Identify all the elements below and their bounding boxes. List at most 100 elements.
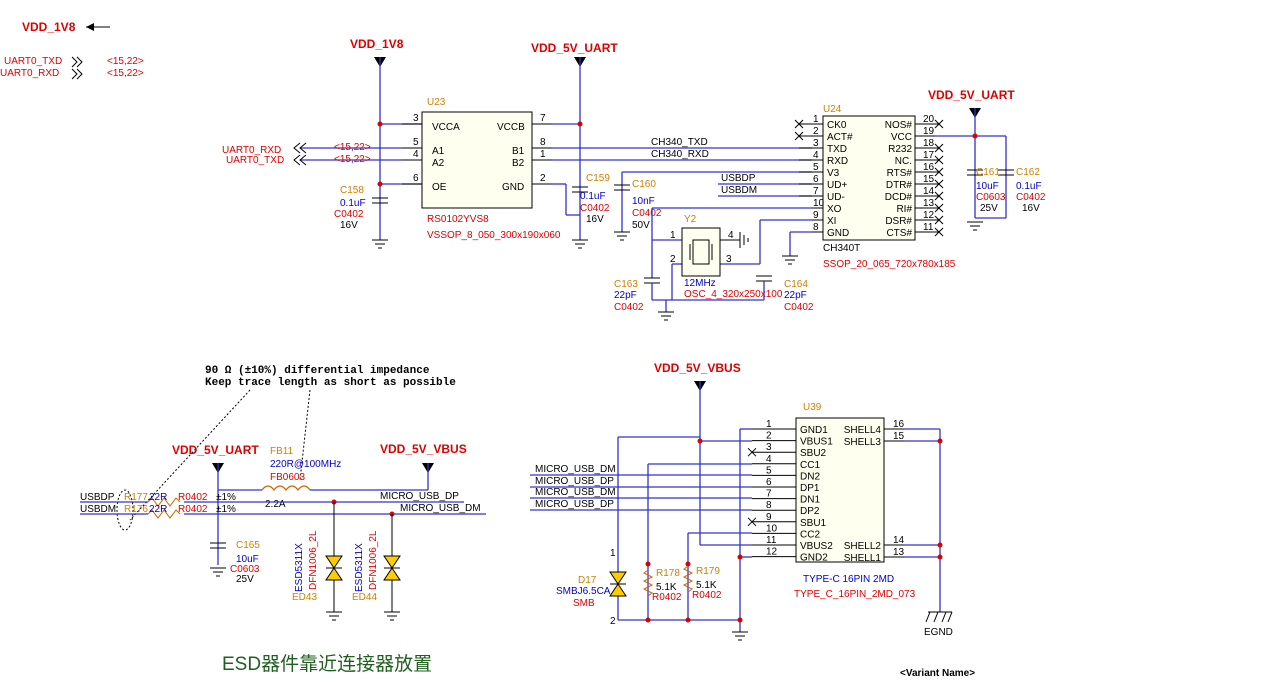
svg-text:6: 6	[413, 173, 419, 184]
c164-capacitor: C164 22pF C0402	[756, 275, 814, 313]
svg-text:1: 1	[766, 419, 772, 430]
svg-text:B1: B1	[512, 146, 525, 157]
r178-resistor: R178 5.1K R0402	[642, 568, 682, 603]
pin-7: 7UD-	[799, 186, 845, 203]
svg-text:4: 4	[413, 149, 419, 160]
svg-text:VCCB: VCCB	[497, 122, 525, 133]
u39-shell-egnd: EGND	[904, 428, 953, 638]
svg-text:VCCA: VCCA	[432, 122, 460, 133]
svg-text:C159: C159	[586, 173, 610, 184]
pin-5: 5V3	[799, 162, 840, 179]
u23-part: RS0102YVS8	[427, 214, 489, 225]
usbdm-in: USBDM	[80, 504, 116, 515]
svg-text:GND1: GND1	[800, 425, 828, 436]
svg-text:ED43: ED43	[292, 592, 317, 603]
svg-text:16V: 16V	[1022, 203, 1040, 214]
svg-text:MICRO_USB_DM: MICRO_USB_DM	[535, 464, 616, 475]
svg-text:13: 13	[893, 547, 905, 558]
svg-text:ED44: ED44	[352, 592, 377, 603]
svg-text:UD+: UD+	[827, 180, 847, 191]
ch340-txd-net: CH340_TXD	[651, 137, 708, 148]
uart-offpage-ports: UART0_TXD UART0_RXD <15,22> <15,22>	[0, 56, 144, 80]
svg-text:R0402: R0402	[692, 590, 722, 601]
uart0-txd-ref: <15,22>	[107, 56, 144, 67]
svg-text:6: 6	[813, 174, 819, 185]
svg-text:7: 7	[766, 489, 772, 500]
svg-text:1: 1	[540, 149, 546, 160]
svg-text:2: 2	[670, 254, 676, 265]
svg-text:FB0603: FB0603	[270, 472, 305, 483]
svg-text:2: 2	[540, 173, 546, 184]
c160-capacitor: C160 10nF C0402 50V	[614, 171, 812, 241]
svg-text:DFN1006_2L: DFN1006_2L	[368, 530, 379, 590]
svg-text:C0402: C0402	[334, 209, 364, 220]
svg-text:R179: R179	[696, 566, 720, 577]
svg-text:10nF: 10nF	[632, 196, 655, 207]
svg-text:DP1: DP1	[800, 483, 820, 494]
svg-text:22R: 22R	[149, 504, 167, 515]
u39-connector: U39 1GND12VBUS13SBU24CC15DN26DP17DN18DP2…	[747, 402, 916, 600]
micro-usb-dm-net: MICRO_USB_DM	[400, 503, 481, 514]
svg-text:2: 2	[766, 431, 772, 442]
svg-text:9: 9	[813, 210, 819, 221]
svg-text:11: 11	[766, 535, 777, 546]
vdd-5v-vbus-rail: VDD_5V_VBUS	[654, 361, 752, 546]
svg-text:10uF: 10uF	[976, 181, 999, 192]
svg-text:C160: C160	[632, 179, 656, 190]
u24-ref: U24	[823, 104, 842, 115]
ch340-rxd-net: CH340_RXD	[651, 149, 709, 160]
svg-text:SHELL2: SHELL2	[844, 541, 882, 552]
u24-part: CH340T	[823, 243, 860, 254]
c163-capacitor: C163 22pF C0402	[614, 277, 764, 321]
svg-text:3: 3	[766, 442, 772, 453]
svg-text:14: 14	[923, 186, 935, 197]
svg-text:2: 2	[813, 126, 819, 137]
svg-text:0.1uF: 0.1uF	[340, 198, 366, 209]
svg-text:3: 3	[813, 138, 819, 149]
note-line2: Keep trace length as short as possible	[205, 377, 456, 389]
svg-text:±1%: ±1%	[216, 504, 236, 515]
svg-text:RTS#: RTS#	[887, 168, 913, 179]
svg-text:DFN1006_2L: DFN1006_2L	[308, 530, 319, 590]
svg-text:GND2: GND2	[800, 553, 828, 564]
micro-usb-bus: MICRO_USB_DM MICRO_USB_DP MICRO_USB_DM M…	[530, 464, 752, 511]
svg-text:VBUS1: VBUS1	[800, 437, 833, 448]
u23-uart0-rxd: UART0_RXD	[222, 145, 281, 156]
svg-text:ESD5311X: ESD5311X	[294, 543, 305, 592]
svg-text:FB11: FB11	[270, 446, 294, 457]
svg-text:SMBJ6.5CA: SMBJ6.5CA	[556, 586, 611, 597]
svg-text:SBU1: SBU1	[800, 518, 827, 529]
svg-text:16V: 16V	[586, 214, 604, 225]
vdd-5v-uart-net: VDD_5V_UART	[531, 41, 618, 55]
ed44-esd: ESD5311X DFN1006_2L ED44	[352, 514, 401, 621]
svg-text:C0402: C0402	[784, 302, 814, 313]
svg-text:DCD#: DCD#	[885, 192, 913, 203]
svg-text:22R: 22R	[149, 492, 167, 503]
svg-text:SMB: SMB	[573, 598, 595, 609]
vdd-5v-vbus-net: VDD_5V_VBUS	[654, 361, 741, 375]
svg-text:C162: C162	[1016, 167, 1040, 178]
u23-uart-inputs: UART0_RXD UART0_TXD <15,22> <15,22>	[222, 142, 402, 166]
svg-text:GND: GND	[502, 182, 524, 193]
u39-footprint: TYPE_C_16PIN_2MD_073	[794, 589, 916, 600]
svg-text:7: 7	[540, 113, 546, 124]
svg-text:1: 1	[670, 230, 676, 241]
svg-text:C164: C164	[784, 279, 808, 290]
svg-text:4: 4	[813, 150, 819, 161]
svg-text:5: 5	[813, 162, 819, 173]
svg-text:NC.: NC.	[895, 156, 912, 167]
svg-text:5: 5	[766, 465, 772, 476]
svg-text:UD-: UD-	[827, 192, 845, 203]
uart0-txd-port: UART0_TXD	[4, 56, 62, 67]
